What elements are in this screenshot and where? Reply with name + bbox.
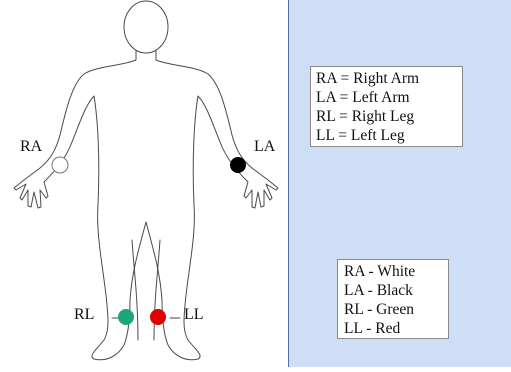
body-outline <box>14 51 278 360</box>
electrode-la <box>230 157 246 173</box>
electrode-rl <box>118 309 134 325</box>
label-la: LA <box>254 138 275 156</box>
abbreviation-legend: RA = Right Arm LA = Left Arm RL = Right … <box>310 66 463 147</box>
legend-line: RA - White <box>344 262 448 281</box>
legend-line: RA = Right Arm <box>316 69 462 88</box>
electrode-ra <box>52 157 68 173</box>
legend-line: RL = Right Leg <box>316 107 462 126</box>
legend-line: LL = Left Leg <box>316 126 462 145</box>
legend-panel: RA = Right Arm LA = Left Arm RL = Right … <box>288 0 511 367</box>
human-body-outline <box>0 0 288 367</box>
head-outline <box>124 1 168 53</box>
legend-line: LA = Left Arm <box>316 88 462 107</box>
electrode-ll <box>150 309 166 325</box>
leg-inner-lines <box>132 240 160 340</box>
legend-line: RL - Green <box>344 300 448 319</box>
legend-line: LA - Black <box>344 281 448 300</box>
legend-line: LL - Red <box>344 319 448 338</box>
label-ra: RA <box>20 138 42 156</box>
body-figure-area: RA LA RL LL <box>0 0 288 367</box>
label-ll: LL <box>184 306 204 324</box>
label-rl: RL <box>74 306 94 324</box>
color-code-legend: RA - White LA - Black RL - Green LL - Re… <box>337 259 449 339</box>
